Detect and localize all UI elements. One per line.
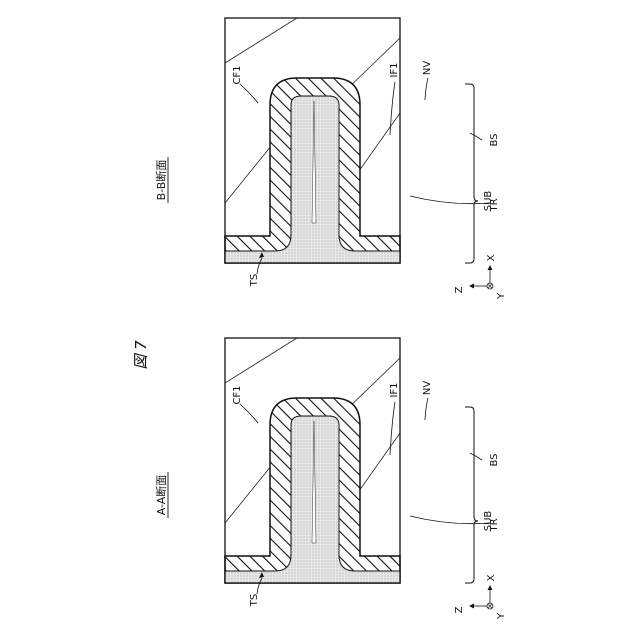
panel-b: B-B断面 SUB CF1 IF1 NV BS TR TS X Z [154, 18, 507, 300]
label-bs-b: BS [489, 133, 500, 146]
label-ts-a: TS [249, 594, 260, 607]
label-cf1-a: CF1 [232, 385, 243, 404]
axis-z-b: Z [454, 286, 465, 293]
label-tr-b: TR [489, 198, 500, 212]
label-tr-a: TR [489, 518, 500, 532]
axis-x-a: X [486, 574, 497, 581]
section-label-b-text: B-B断面 [154, 160, 168, 201]
panel-b-body [225, 18, 400, 263]
figure-title-text: 図 7 [132, 340, 150, 370]
axis-y-a: Y [496, 612, 507, 620]
figure-title: 図 7 [132, 340, 150, 370]
axis-indicator-b: X Z Y [454, 254, 507, 300]
label-bs-a: BS [489, 453, 500, 466]
label-ts-b: TS [249, 274, 260, 287]
section-label-a-text: A-A断面 [154, 475, 168, 516]
panel-a: A-A断面 SUB CF1 IF1 NV BS TR TS X Z [154, 338, 507, 620]
section-label-a: A-A断面 [154, 472, 168, 518]
label-nv-a: NV [422, 381, 433, 395]
axis-x-b: X [486, 254, 497, 261]
axis-z-a: Z [454, 606, 465, 613]
label-cf1-b: CF1 [232, 65, 243, 84]
panel-a-body [225, 338, 400, 583]
section-label-b: B-B断面 [154, 157, 168, 203]
sub-brace-a [465, 407, 478, 583]
label-if1-a: IF1 [389, 382, 400, 397]
label-if1-b: IF1 [389, 62, 400, 77]
sub-brace-b [465, 84, 478, 263]
axis-indicator-a: X Z Y [454, 574, 507, 620]
axis-y-b: Y [496, 292, 507, 300]
label-nv-b: NV [422, 61, 433, 75]
